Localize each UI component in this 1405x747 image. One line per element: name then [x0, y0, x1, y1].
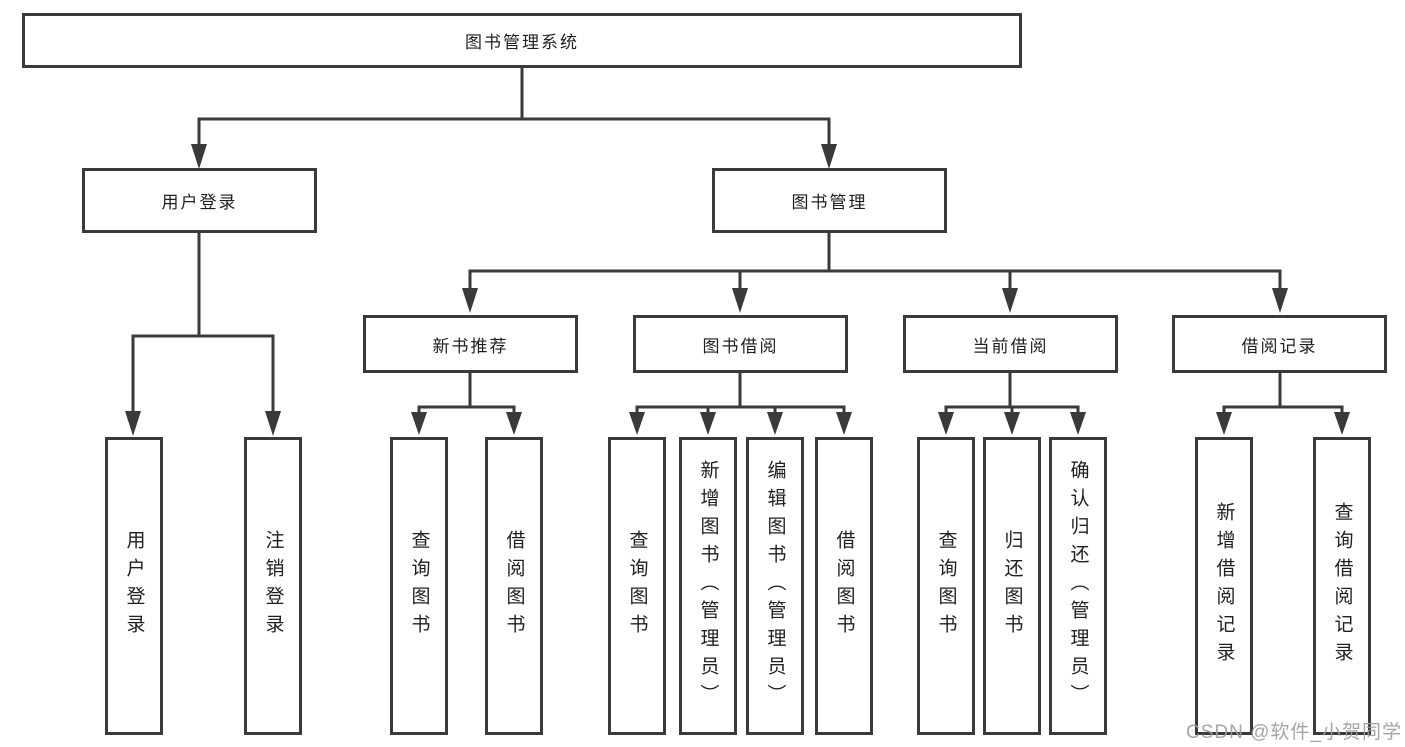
node-current-borrow-label: 当前借阅 — [972, 336, 1049, 356]
node-user-login-label: 用户登录 — [161, 193, 238, 212]
leaf-add-borrow-record-label: 新增借阅记录 — [1213, 502, 1235, 670]
leaf-query-books-2-label: 查询图书 — [626, 530, 648, 642]
leaf-query-books-1: 查询图书 — [390, 437, 448, 735]
leaf-add-books-admin-label: 新增图书（管理员） — [697, 460, 719, 712]
node-root: 图书管理系统 — [22, 13, 1022, 68]
leaf-query-borrow-record: 查询借阅记录 — [1313, 437, 1371, 735]
leaf-confirm-return-admin: 确认归还（管理员） — [1049, 437, 1107, 735]
leaf-logout: 注销登录 — [244, 437, 302, 735]
csdn-watermark: CSDN @软件_小贺同学 — [1186, 722, 1402, 743]
leaf-borrow-books-1-label: 借阅图书 — [503, 530, 525, 642]
leaf-query-books-3: 查询图书 — [917, 437, 975, 735]
leaf-add-borrow-record: 新增借阅记录 — [1195, 437, 1253, 735]
node-book-management-label: 图书管理 — [791, 193, 868, 212]
leaf-query-books-3-label: 查询图书 — [935, 530, 957, 642]
node-new-book-recommend-label: 新书推荐 — [432, 336, 509, 356]
leaf-logout-label: 注销登录 — [262, 530, 284, 642]
node-user-login: 用户登录 — [82, 168, 317, 233]
node-borrow-record-label: 借阅记录 — [1241, 336, 1318, 356]
leaf-query-books-2: 查询图书 — [608, 437, 666, 735]
leaf-query-books-1-label: 查询图书 — [408, 530, 430, 642]
leaf-user-login-label: 用户登录 — [123, 530, 145, 642]
leaf-return-books-label: 归还图书 — [1001, 530, 1023, 642]
arrow-down-icons — [125, 144, 1350, 436]
leaf-edit-books-admin: 编辑图书（管理员） — [746, 437, 804, 735]
node-book-management: 图书管理 — [712, 168, 947, 233]
node-root-label: 图书管理系统 — [465, 33, 579, 52]
node-new-book-recommend: 新书推荐 — [363, 315, 578, 373]
node-borrow-record: 借阅记录 — [1172, 315, 1387, 373]
leaf-add-books-admin: 新增图书（管理员） — [679, 437, 737, 735]
node-book-borrow-label: 图书借阅 — [702, 336, 779, 356]
node-current-borrow: 当前借阅 — [903, 315, 1118, 373]
leaf-borrow-books-2: 借阅图书 — [815, 437, 873, 735]
node-book-borrow: 图书借阅 — [633, 315, 848, 373]
leaf-query-borrow-record-label: 查询借阅记录 — [1331, 502, 1353, 670]
leaf-borrow-books-2-label: 借阅图书 — [833, 530, 855, 642]
leaf-confirm-return-admin-label: 确认归还（管理员） — [1067, 460, 1089, 712]
leaf-edit-books-admin-label: 编辑图书（管理员） — [764, 460, 786, 712]
leaf-return-books: 归还图书 — [983, 437, 1041, 735]
leaf-user-login: 用户登录 — [105, 437, 163, 735]
leaf-borrow-books-1: 借阅图书 — [485, 437, 543, 735]
